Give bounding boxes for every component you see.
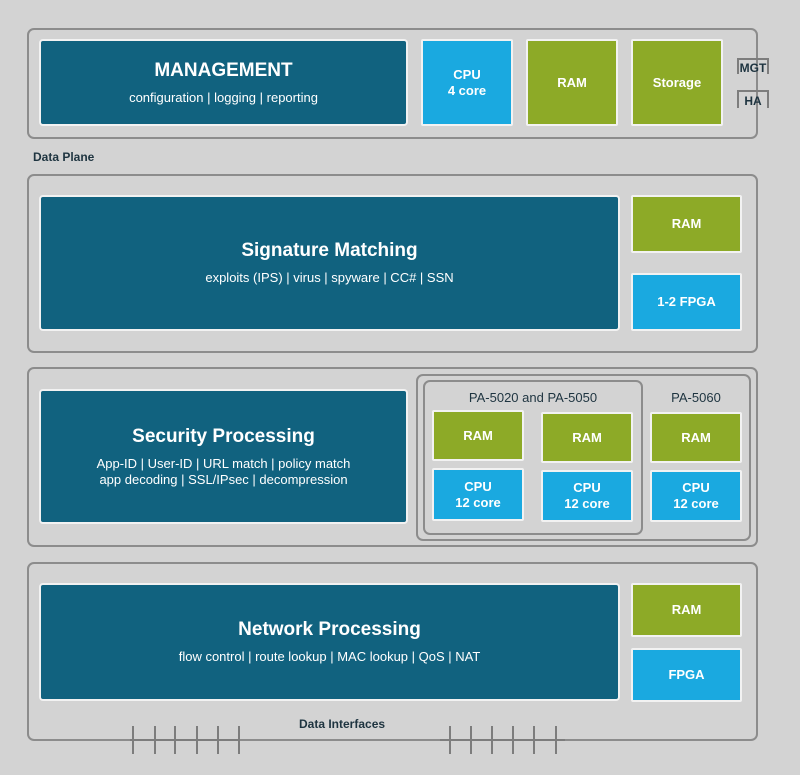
signature-fpga-chip: 1-2 FPGA [631, 273, 742, 331]
mgt-top-line [737, 58, 769, 60]
ha-right-tick [767, 90, 769, 108]
pa5050-ram-chip: RAM [541, 412, 633, 463]
pa5060-ram-chip: RAM [650, 412, 742, 463]
ha-left-tick [737, 90, 739, 108]
management-storage-chip: Storage [631, 39, 723, 126]
network-title: Network Processing [238, 619, 421, 640]
pa5060-label: PA-5060 [671, 390, 721, 405]
data-interfaces-label: Data Interfaces [299, 717, 386, 731]
ha-port-label: HA [744, 94, 762, 108]
network-subtitle: flow control | route lookup | MAC lookup… [178, 649, 481, 664]
management-block: MANAGEMENT configuration | logging | rep… [39, 39, 408, 126]
pa5050-cpu-chip: CPU 12 core [541, 470, 633, 522]
signature-block: Signature Matching exploits (IPS) | viru… [39, 195, 620, 331]
security-subtitle-line1: App-ID | User-ID | URL match | policy ma… [96, 455, 351, 471]
signature-ram-chip: RAM [631, 195, 742, 253]
signature-subtitle: exploits (IPS) | virus | spyware | CC# |… [205, 270, 454, 285]
security-subtitle-line2: app decoding | SSL/IPsec | decompression [99, 471, 348, 487]
management-cpu-chip: CPU 4 core [421, 39, 513, 126]
network-block: Network Processing flow control | route … [39, 583, 620, 701]
security-title: Security Processing [132, 425, 315, 447]
pa5020-cpu-chip: CPU 12 core [432, 468, 524, 521]
management-title: MANAGEMENT [154, 59, 293, 81]
network-ram-chip: RAM [631, 583, 742, 637]
mgt-right-tick [767, 58, 769, 74]
signature-title: Signature Matching [241, 240, 418, 261]
mgt-port-label: MGT [739, 61, 767, 75]
ha-top-line [737, 90, 769, 92]
mgt-left-tick [737, 58, 739, 74]
pa5020-ram-chip: RAM [432, 410, 524, 461]
management-subtitle: configuration | logging | reporting [129, 89, 318, 105]
network-fpga-chip: FPGA [631, 648, 742, 702]
data-plane-label: Data Plane [33, 150, 95, 164]
pa5020-5050-label: PA-5020 and PA-5050 [468, 390, 598, 405]
security-block: Security Processing App-ID | User-ID | U… [39, 389, 408, 524]
management-ram-chip: RAM [526, 39, 618, 126]
pa5060-cpu-chip: CPU 12 core [650, 470, 742, 522]
